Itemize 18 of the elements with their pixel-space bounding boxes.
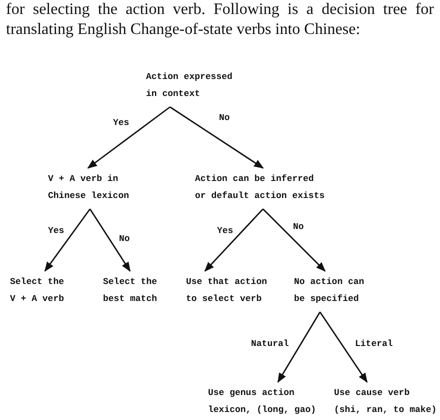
decision-text: V + A verb in Chinese lexicon xyxy=(48,173,130,203)
decision-text: No action can be specified xyxy=(294,276,366,306)
decision-text: Action expressed in context xyxy=(146,71,234,101)
decision-text: Use that action to select verb xyxy=(186,276,268,306)
arrow xyxy=(319,312,368,383)
decision-text: Use cause verb (shi, ran, to make) xyxy=(334,387,438,417)
arrow xyxy=(89,208,131,272)
decision-text: Use genus action lexicon, (long, gao) xyxy=(208,387,318,417)
arrow xyxy=(44,208,91,272)
arrow xyxy=(87,106,170,169)
arrow xyxy=(262,208,326,272)
decision-text: Select the best match xyxy=(103,276,158,306)
decision-text: Action can be inferred or default action exists xyxy=(195,173,326,203)
arrow xyxy=(277,312,321,383)
arrow xyxy=(204,208,264,272)
decision-text: Select the V + A verb xyxy=(10,276,66,306)
paragraph-text: for selecting the action verb. Following is a decision tree for translating English Change-of-state verbs into Chinese: xyxy=(6,0,434,40)
arrow xyxy=(170,106,264,169)
